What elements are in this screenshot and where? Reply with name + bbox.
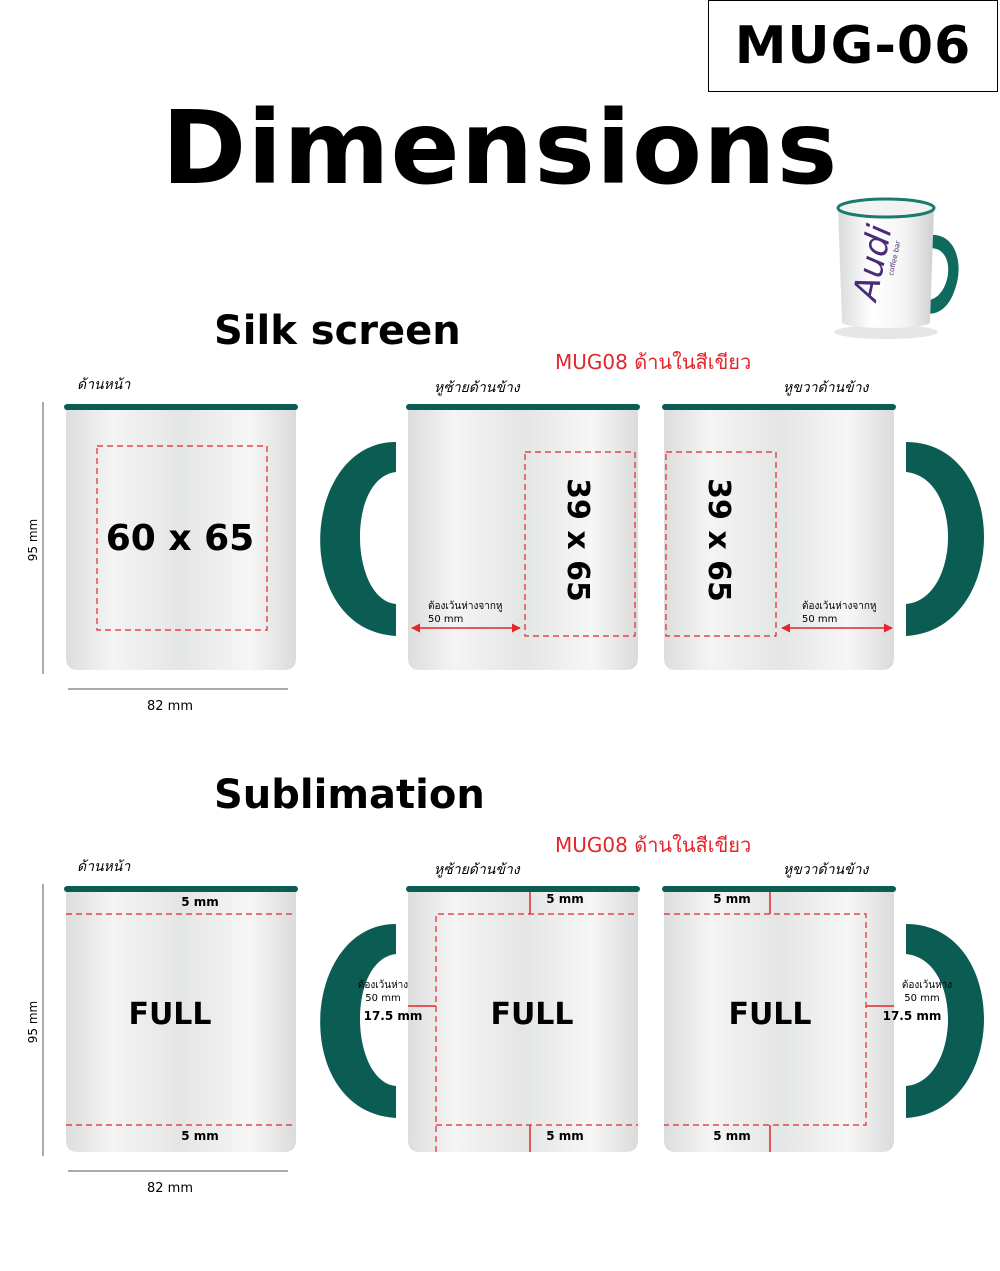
sub-left-gap-value: 50 mm (365, 993, 400, 1004)
sub-left-area-label: FULL (490, 997, 573, 1032)
silk-right-rim (662, 404, 896, 410)
silk-left-print-area (524, 451, 636, 637)
silk-right-label: หูขวาด้านข้าง (783, 380, 869, 396)
sub-right-top-margin: 5 mm (713, 892, 751, 906)
sub-right-handle (906, 924, 984, 1118)
page-title: Dimensions (161, 89, 839, 208)
sub-left-top-margin: 5 mm (546, 892, 584, 906)
silk-left-handle (320, 442, 396, 636)
sub-right-gap-note: ต้องเว้นห่าง (902, 979, 952, 991)
sub-left-mug: 5 mm 5 mm FULL ต้องเว้นห่าง 50 mm 17.5 m… (320, 886, 640, 1152)
sub-right-bottom-margin: 5 mm (713, 1129, 751, 1143)
sub-left-handle (320, 924, 396, 1118)
silk-right-handle (906, 442, 984, 636)
silk-left-rim (406, 404, 640, 410)
sub-width-label: 82 mm (147, 1181, 193, 1196)
silk-right-gap-value: 50 mm (802, 614, 837, 625)
silk-screen-heading: Silk screen (214, 308, 461, 354)
preview-mug-handle (924, 234, 959, 314)
sub-right-area-label: FULL (728, 997, 811, 1032)
sub-right-print-area (664, 913, 867, 1126)
sub-left-bottom-margin: 5 mm (546, 1129, 584, 1143)
sub-left-label: หูซ้ายด้านข้าง (434, 862, 520, 878)
silk-right-gap-note: ต้องเว้นห่างจากหู (802, 600, 876, 612)
sub-right-label: หูขวาด้านข้าง (783, 862, 869, 878)
sub-front-label: ด้านหน้า (77, 859, 131, 875)
silk-right-print-area (665, 451, 777, 637)
sub-front-top-margin: 5 mm (181, 895, 219, 909)
sub-right-mug: 5 mm 5 mm FULL ต้องเว้นห่าง 50 mm 17.5 m… (662, 886, 984, 1152)
silk-width-label: 82 mm (147, 699, 193, 714)
preview-mug-image: Audi coffee bar (834, 197, 959, 339)
silk-screen-diagram: 60 x 65 95 mm 82 mm 39 x 65 ต้องเว้นห่าง… (26, 402, 984, 714)
sub-right-gap-value: 50 mm (904, 993, 939, 1004)
sub-left-rim (406, 886, 640, 892)
sub-left-gap-note: ต้องเว้นห่าง (358, 979, 408, 991)
silk-right-area-label: 39 x 65 (701, 478, 736, 602)
silk-front-mug: 60 x 65 (64, 404, 298, 670)
sub-front-rim (64, 886, 298, 892)
sub-front-bottom-margin: 5 mm (181, 1129, 219, 1143)
silk-front-print-area (96, 445, 268, 631)
silk-front-area-label: 60 x 65 (106, 518, 254, 559)
silk-left-area-label: 39 x 65 (560, 478, 595, 602)
silk-left-gap-value: 50 mm (428, 614, 463, 625)
sublimation-note: MUG08 ด้านในสีเขียว (555, 833, 752, 857)
silk-screen-note: MUG08 ด้านในสีเขียว (555, 350, 752, 374)
sublimation-diagram: 5 mm 5 mm FULL 95 mm 82 mm 5 mm 5 mm FUL… (26, 884, 984, 1196)
silk-front-rim (64, 404, 298, 410)
sub-front-area-label: FULL (128, 997, 211, 1032)
silk-left-label: หูซ้ายด้านข้าง (434, 380, 520, 396)
sub-left-handle-gap: 17.5 mm (364, 1009, 423, 1023)
sub-right-handle-gap: 17.5 mm (883, 1009, 942, 1023)
sub-right-rim (662, 886, 896, 892)
silk-left-mug: 39 x 65 ต้องเว้นห่างจากหู 50 mm (320, 404, 640, 670)
sublimation-heading: Sublimation (214, 772, 485, 818)
product-code: MUG-06 (734, 16, 972, 76)
product-code-box: MUG-06 (708, 0, 998, 92)
silk-right-mug: 39 x 65 ต้องเว้นห่างจากหู 50 mm (662, 404, 984, 670)
sub-height-label: 95 mm (26, 1001, 40, 1043)
sub-left-print-area (435, 913, 638, 1152)
silk-left-gap-note: ต้องเว้นห่างจากหู (428, 600, 502, 612)
sub-front-mug: 5 mm 5 mm FULL (64, 886, 298, 1152)
silk-height-label: 95 mm (26, 519, 40, 561)
silk-front-label: ด้านหน้า (77, 377, 131, 393)
